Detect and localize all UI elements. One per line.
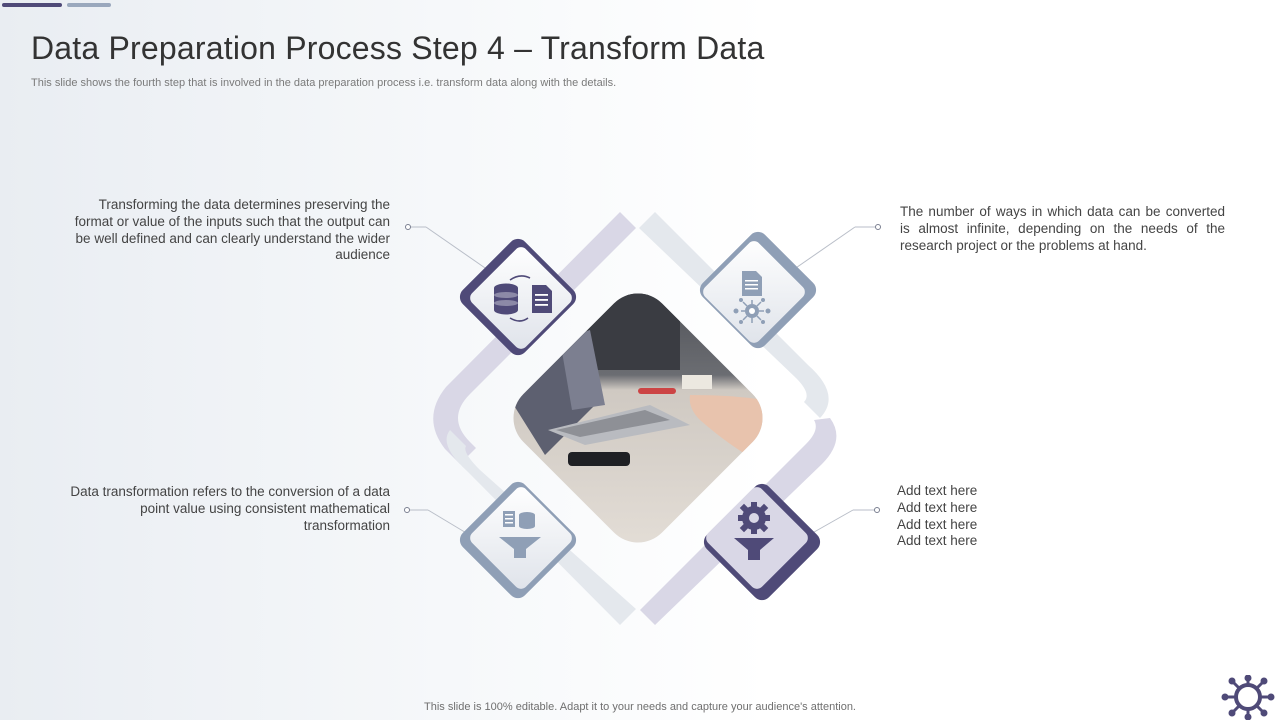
tile-top-right — [699, 231, 817, 349]
network-hub-icon — [1221, 675, 1275, 720]
tile-bottom-left — [459, 481, 577, 599]
tile-top-left — [459, 238, 577, 356]
page-title: Data Preparation Process Step 4 – Transf… — [31, 30, 765, 66]
gear-funnel-icon — [734, 502, 774, 560]
placeholder-line-3: Add text here — [897, 516, 978, 532]
data-filter-funnel-icon — [499, 511, 541, 558]
text-bottom-left: Data transformation refers to the conver… — [70, 484, 390, 533]
top-accent-bar-dark — [2, 3, 62, 7]
text-top-left: Transforming the data determines preserv… — [74, 197, 390, 263]
footer-note: This slide is 100% editable. Adapt it to… — [424, 701, 856, 713]
connector-top-left — [405, 224, 489, 271]
ring-segment-left — [433, 212, 636, 464]
top-accent-bar-light — [67, 3, 111, 7]
placeholder-line-2: Add text here — [897, 499, 978, 515]
database-document-sync-icon — [494, 275, 552, 322]
placeholder-line-1: Add text here — [897, 483, 978, 498]
connector-top-right — [789, 224, 881, 273]
placeholder-line-4: Add text here — [897, 533, 978, 549]
document-network-icon — [733, 271, 771, 324]
page-subtitle: This slide shows the fourth step that is… — [31, 77, 617, 89]
text-top-right: The number of ways in which data can be … — [900, 204, 1225, 253]
text-bottom-right: Add text here Add text here Add text her… — [897, 483, 1097, 550]
tile-bottom-right — [703, 483, 821, 601]
